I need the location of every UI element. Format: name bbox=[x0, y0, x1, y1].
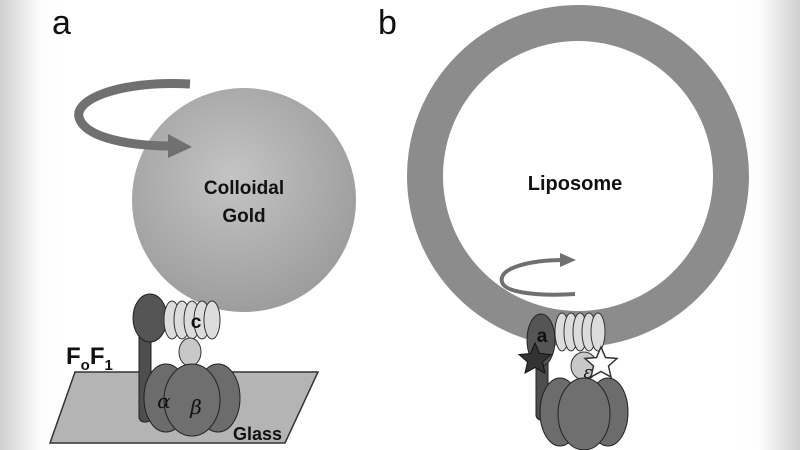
center-subunit bbox=[163, 363, 221, 437]
epsilon-label: ε bbox=[583, 363, 592, 383]
fof1-label: FoF1 bbox=[66, 343, 113, 374]
filled-star-icon bbox=[517, 341, 553, 374]
panel-b-letter: b bbox=[378, 4, 397, 42]
alpha-label: α bbox=[157, 389, 171, 413]
rotation-arrow-b bbox=[499, 253, 576, 297]
a-label: a bbox=[537, 326, 548, 347]
b-subunit bbox=[132, 293, 168, 343]
fof1-main-f: F bbox=[66, 343, 81, 370]
liposome-label: Liposome bbox=[528, 173, 622, 195]
fof1-second-f: F bbox=[90, 343, 105, 370]
colloidal-gold-sphere bbox=[132, 88, 356, 312]
c-label: c bbox=[191, 312, 202, 333]
fof1-sub-1: 1 bbox=[105, 357, 113, 374]
panel-a-letter: a bbox=[52, 4, 71, 42]
fof1-motor-a bbox=[132, 293, 241, 437]
center-subunit-b bbox=[557, 377, 611, 450]
c-ring-b bbox=[554, 312, 606, 352]
fof1-sub-o: o bbox=[81, 357, 90, 374]
gold-label-line2: Gold bbox=[222, 206, 265, 227]
beta-label: β bbox=[189, 395, 202, 419]
c-ring bbox=[163, 300, 221, 340]
glass-label: Glass bbox=[233, 424, 282, 444]
gold-label-line1: Colloidal bbox=[204, 178, 284, 199]
gamma-subunit bbox=[178, 337, 202, 367]
open-star-icon bbox=[583, 345, 619, 379]
rotation-arrow-a bbox=[74, 78, 192, 158]
